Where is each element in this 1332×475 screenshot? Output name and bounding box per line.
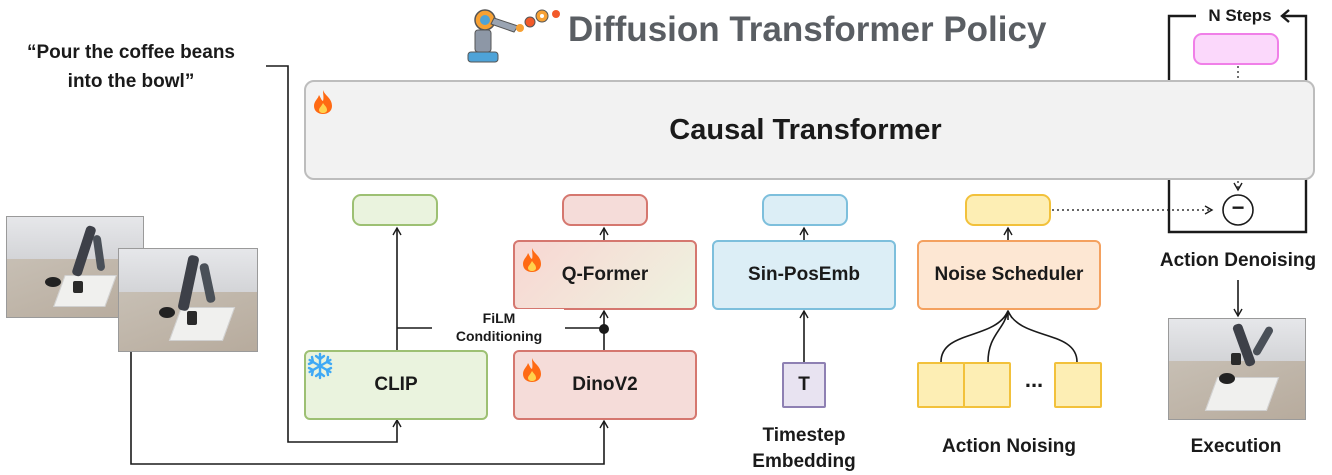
timestep-t-label: T (798, 374, 810, 395)
sin-posemb-label: Sin-PosEmb (748, 264, 860, 285)
instruction-text: “Pour the coffee beans into the bowl” (0, 38, 262, 96)
dinov2-token (562, 194, 648, 226)
dinov2-block: DinoV2 (513, 350, 697, 420)
timestep-t-box: T (782, 362, 826, 408)
timestep-caption-line-2: Embedding (752, 451, 856, 472)
film-line-1: FiLM (482, 310, 516, 326)
noise-token-1 (917, 362, 965, 408)
fire-icon (523, 358, 541, 382)
instruction-to-clip-line (266, 65, 402, 443)
observation-image-2 (118, 248, 258, 352)
instruction-line-2: into the bowl” (67, 71, 195, 92)
n-steps-loop (1167, 14, 1308, 234)
action-noising-caption: Action Noising (941, 436, 1077, 457)
instruction-line-1: “Pour the coffee beans (27, 42, 235, 63)
noise-scheduler-block: Noise Scheduler (917, 240, 1101, 310)
causal-transformer-label: Causal Transformer (669, 113, 942, 146)
q-former-label: Q-Former (561, 264, 649, 285)
sin-posemb-block: Sin-PosEmb (712, 240, 896, 310)
robot-arm-logo-icon (467, 9, 560, 63)
fire-icon (523, 248, 541, 272)
minus-sign: − (1231, 195, 1245, 220)
fire-icon (314, 90, 332, 114)
noise-ellipsis: ... (1024, 367, 1044, 392)
q-former-block: Q-Former (513, 240, 697, 310)
clip-block: CLIP (304, 350, 488, 420)
action-denoising-caption: Action Denoising (1159, 250, 1317, 271)
timestep-token (762, 194, 848, 226)
execution-image (1168, 318, 1306, 420)
execution-caption: Execution (1190, 436, 1282, 457)
timestep-embedding-caption: Timestep Embedding (734, 423, 874, 475)
denoised-action-token (1193, 33, 1279, 65)
film-line-2: Conditioning (455, 328, 543, 344)
causal-transformer-block: Causal Transformer (304, 80, 1315, 180)
noise-token-2 (963, 362, 1011, 408)
timestep-caption-line-1: Timestep (762, 425, 846, 446)
dinov2-label: DinoV2 (572, 374, 638, 395)
minus-circle-icon (1222, 194, 1254, 226)
diagram-title: Diffusion Transformer Policy (568, 10, 1047, 49)
clip-label: CLIP (374, 374, 418, 395)
snowflake-icon (307, 352, 333, 380)
clip-token (352, 194, 438, 226)
noise-token-n (1054, 362, 1102, 408)
film-conditioning-label: FiLM Conditioning (434, 309, 564, 345)
n-steps-label: N Steps (1208, 6, 1272, 25)
noise-scheduler-label: Noise Scheduler (934, 264, 1084, 285)
image-to-dinov2-line (130, 352, 609, 465)
noisy-action-token (965, 194, 1051, 226)
